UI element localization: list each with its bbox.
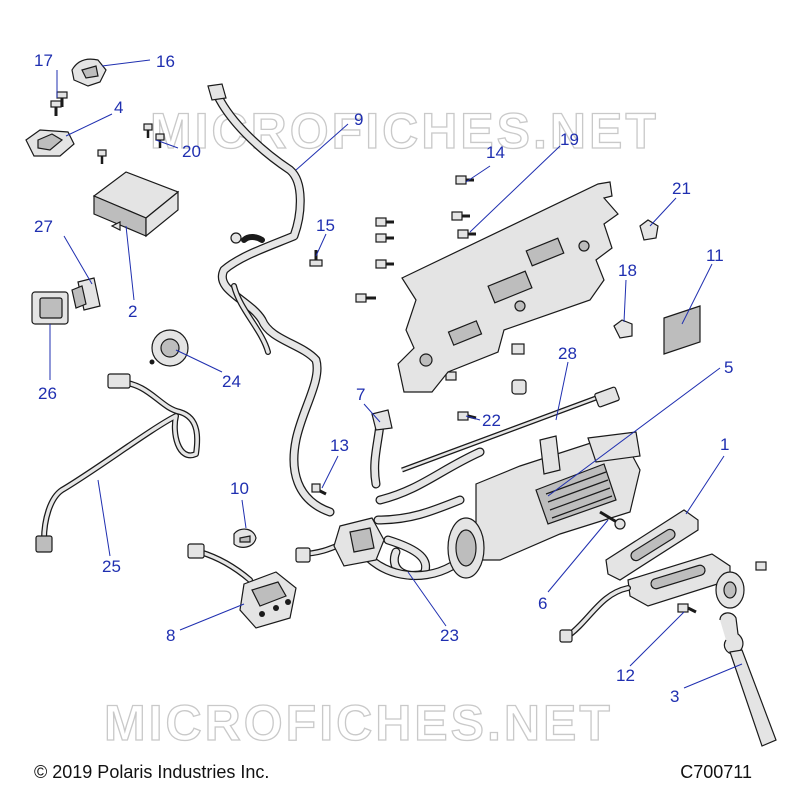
part-26-rocker-switch <box>31 291 69 325</box>
part-25-harness <box>35 373 201 553</box>
callout-1: 1 <box>720 435 729 454</box>
part-20-screws <box>97 123 165 164</box>
mounting-bolts <box>355 175 527 395</box>
callout-23: 23 <box>440 626 459 645</box>
part-6-cable-hook-end <box>599 510 626 530</box>
leader-lines <box>49 59 743 689</box>
callout-14: 14 <box>486 143 505 162</box>
part-15-bolt <box>309 250 323 267</box>
part-1-fairlead-plate <box>605 509 699 581</box>
callout-15: 15 <box>316 216 335 235</box>
part-22-bolt <box>457 411 477 421</box>
callout-4: 4 <box>114 98 123 117</box>
part-2-control-module <box>92 171 180 238</box>
part-16-clip <box>71 58 107 87</box>
part-28-cable <box>401 386 620 473</box>
part-21-nut <box>639 219 659 241</box>
callout-5: 5 <box>724 358 733 377</box>
part-9-main-harness <box>207 83 335 517</box>
part-18-nut <box>613 319 633 339</box>
callout-9: 9 <box>354 110 363 129</box>
part-27-bracket <box>71 277 101 311</box>
callout-24: 24 <box>222 372 241 391</box>
watermark-bottom: MICROFICHES.NET <box>104 695 613 751</box>
callout-20: 20 <box>182 142 201 161</box>
callout-19: 19 <box>560 130 579 149</box>
winch-rope-segment <box>559 585 631 643</box>
part-23-contactor-harness <box>295 447 485 581</box>
part-5-winch <box>447 431 641 579</box>
part-3-hook-and-strap <box>719 612 777 747</box>
part-24-connector <box>149 329 189 367</box>
callout-3: 3 <box>670 687 679 706</box>
callout-25: 25 <box>102 557 121 576</box>
part-4-switch-base <box>25 129 75 157</box>
part-13-bolt <box>311 483 327 496</box>
callout-28: 28 <box>558 344 577 363</box>
part-10-clip <box>233 528 257 548</box>
callout-18: 18 <box>618 261 637 280</box>
callout-21: 21 <box>672 179 691 198</box>
callout-26: 26 <box>38 384 57 403</box>
callout-labels: 17 16 4 20 9 19 14 21 15 27 2 11 18 26 2… <box>34 51 733 706</box>
part-11-decal <box>663 305 701 355</box>
callout-8: 8 <box>166 626 175 645</box>
watermark-top: MICROFICHES.NET <box>150 103 659 159</box>
callout-22: 22 <box>482 411 501 430</box>
hawse-fairlead <box>627 553 731 607</box>
part-12-bolt <box>677 561 767 614</box>
callout-17: 17 <box>34 51 53 70</box>
part-19-mounting-plate <box>397 181 619 393</box>
callout-11: 11 <box>706 246 724 265</box>
callout-6: 6 <box>538 594 547 613</box>
callout-13: 13 <box>330 436 349 455</box>
callout-2: 2 <box>128 302 137 321</box>
callout-16: 16 <box>156 52 175 71</box>
callout-27: 27 <box>34 217 53 236</box>
diagram-code: C700711 <box>680 762 752 782</box>
cable-stopper <box>715 571 745 609</box>
part-8-solenoid <box>187 543 297 629</box>
part-7-terminal-boot <box>370 409 393 489</box>
copyright-notice: © 2019 Polaris Industries Inc. <box>34 762 270 782</box>
callout-7: 7 <box>356 385 365 404</box>
callout-12: 12 <box>616 666 635 685</box>
part-17-screws <box>50 91 68 116</box>
callout-10: 10 <box>230 479 249 498</box>
